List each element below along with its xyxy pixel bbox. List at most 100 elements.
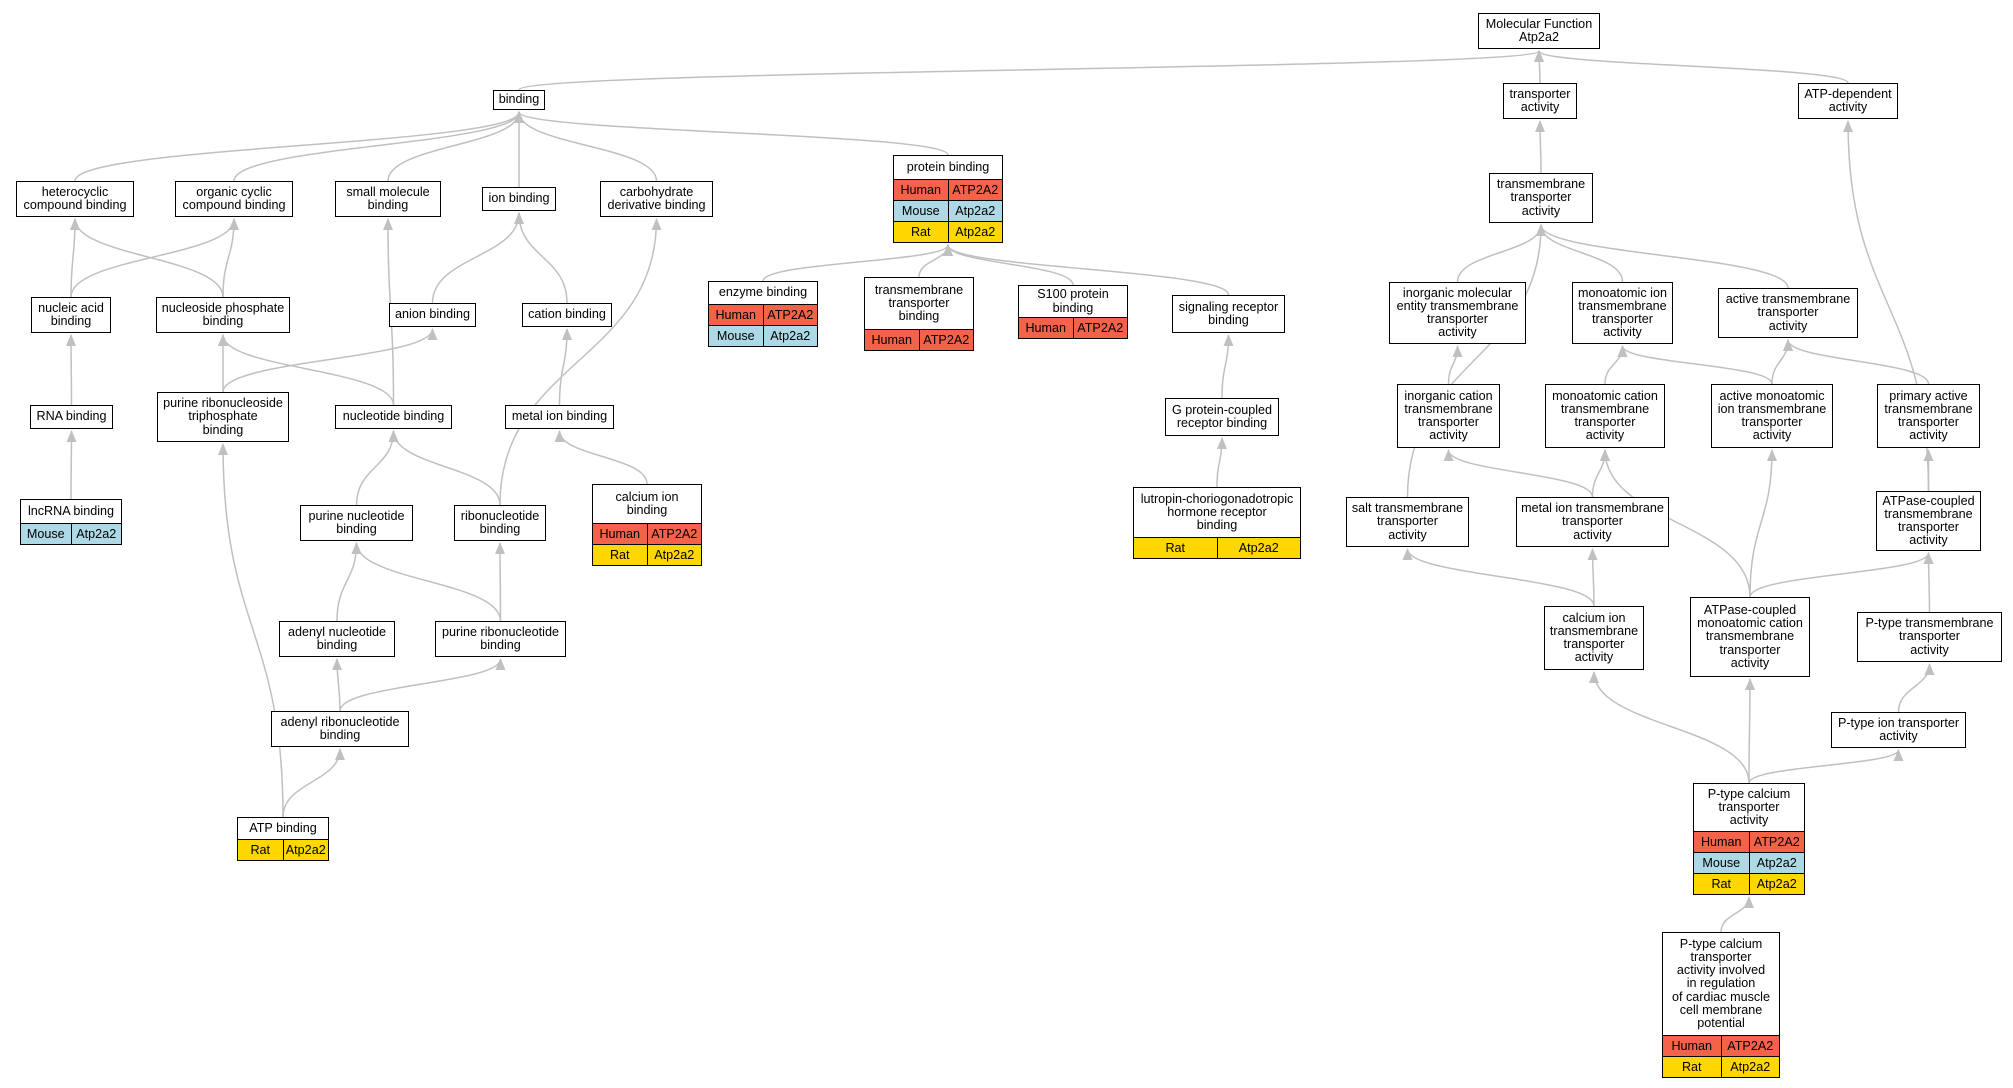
edge-metaltm-to-monocat [1591,449,1610,498]
edge-ptypeca-to-catm [1589,671,1750,784]
go-term-label: carbohydrate derivative binding [607,184,706,212]
go-term-atpdep[interactable]: ATP-dependent activity [1798,83,1898,119]
go-term-binding[interactable]: binding [493,90,545,110]
go-term-cation[interactable]: cation binding [522,303,612,327]
go-term-sigrec[interactable]: signaling receptor binding [1172,295,1285,333]
go-term-transporter[interactable]: transporter activity [1503,83,1577,119]
go-term-ion[interactable]: ion binding [482,187,556,211]
edge-adenyl-to-purnuc [336,542,362,622]
gene-cell: Atp2a2 [947,222,1003,242]
go-term-purtri[interactable]: purine ribonucleoside triphosphate bindi… [157,392,289,442]
go-term-label: P-type calcium transporter activity [1707,786,1791,828]
edge-orgcyc-to-binding [233,111,524,182]
go-term-metal[interactable]: metal ion binding [505,405,614,429]
edge-activemono-to-activetm [1771,339,1793,385]
go-term-anion[interactable]: anion binding [389,303,476,327]
go-term-nucleotide[interactable]: nucleotide binding [335,405,452,429]
go-term-label: inorganic cation transmembrane transport… [1404,388,1493,443]
go-term-activemono[interactable]: active monoatomic ion transmembrane tran… [1711,384,1833,448]
go-term-label: ATPase-coupled monoatomic cation transme… [1697,602,1803,670]
species-cell: Rat [1681,1060,1702,1074]
go-term-label: Molecular Function Atp2a2 [1485,16,1593,44]
species-cell: Mouse [901,204,940,218]
go-term-inorgmol[interactable]: inorganic molecular entity transmembrane… [1389,282,1526,344]
go-term-label: anion binding [395,307,470,322]
go-term-ptypecardiac[interactable]: P-type calcium transporter activity invo… [1662,932,1780,1078]
go-term-label: P-type calcium transporter activity invo… [1672,936,1770,1030]
go-term-label: primary active transmembrane transporter… [1884,388,1973,443]
go-term-activetm[interactable]: active transmembrane transporter activit… [1718,288,1858,338]
edge-nucleotide-to-nucphos [218,334,395,406]
gene-cell: ATP2A2 [1748,832,1805,852]
edge-metal-to-cation [558,328,572,406]
go-term-monocat[interactable]: monoatomic cation transmembrane transpor… [1545,384,1665,448]
go-term-smallmol[interactable]: small molecule binding [335,181,441,217]
edge-ptypetm-to-atpase [1923,552,1934,613]
go-term-lutropin[interactable]: lutropin-choriogonadotropic hormone rece… [1133,487,1301,559]
go-term-primary[interactable]: primary active transmembrane transporter… [1877,384,1980,448]
edge-hetero-to-binding [74,111,524,182]
go-term-tmtransp[interactable]: transmembrane transporter activity [1489,173,1593,223]
go-term-mf[interactable]: Molecular Function Atp2a2 [1478,13,1600,49]
go-term-gpcr[interactable]: G protein-coupled receptor binding [1165,398,1279,436]
go-term-label: lutropin-choriogonadotropic hormone rece… [1140,491,1294,533]
go-term-adenyl[interactable]: adenyl nucleotide binding [279,621,395,657]
go-term-ptypetm[interactable]: P-type transmembrane transporter activit… [1857,612,2002,662]
go-term-metaltm[interactable]: metal ion transmembrane transporter acti… [1516,497,1669,547]
go-term-label: cation binding [528,307,606,322]
go-term-monoion[interactable]: monoatomic ion transmembrane transporter… [1572,282,1673,344]
go-term-carbo[interactable]: carbohydrate derivative binding [600,181,713,217]
go-term-label: metal ion transmembrane transporter acti… [1521,501,1664,542]
go-term-purnuc[interactable]: purine nucleotide binding [300,505,413,541]
go-term-label: purine nucleotide binding [308,508,405,536]
edge-purribo-to-purnuc [351,542,502,622]
go-term-label: metal ion binding [511,409,608,424]
species-cell: Mouse [26,527,65,541]
species-cell: Rat [1165,541,1186,555]
go-term-rna[interactable]: RNA binding [30,405,113,429]
edge-sigrec-to-protein [943,244,1230,296]
go-term-label: ATP binding [249,820,317,835]
gene-cell: Atp2a2 [1216,538,1301,558]
go-term-salt[interactable]: salt transmembrane transporter activity [1346,497,1469,547]
go-term-purribo[interactable]: purine ribonucleotide binding [435,621,566,657]
go-term-catm[interactable]: calcium ion transmembrane transporter ac… [1544,606,1644,670]
go-term-hetero[interactable]: heterocyclic compound binding [16,181,134,217]
go-term-adenylribo[interactable]: adenyl ribonucleotide binding [271,711,409,747]
go-term-nucacid[interactable]: nucleic acid binding [31,297,111,333]
edge-metaltm-to-inorgcat [1443,449,1594,498]
go-term-orgcyc[interactable]: organic cyclic compound binding [175,181,293,217]
go-term-inorgcat[interactable]: inorganic cation transmembrane transport… [1397,384,1500,448]
go-term-ptypeion[interactable]: P-type ion transporter activity [1831,712,1966,748]
go-term-label: ATP-dependent activity [1804,86,1892,114]
edge-anion-to-ion [431,212,524,304]
edge-nucacid-to-orgcyc [70,218,239,298]
edge-atpasemono-to-monocat [1600,449,1751,598]
go-term-atpase[interactable]: ATPase-coupled transmembrane transporter… [1876,491,1981,551]
go-term-label: lncRNA binding [27,503,115,518]
go-term-atpasemono[interactable]: ATPase-coupled monoatomic cation transme… [1690,597,1810,677]
go-term-label: monoatomic ion transmembrane transporter… [1578,285,1667,340]
edge-monoion-to-tmtransp [1536,224,1624,283]
go-term-label: nucleic acid binding [38,300,104,328]
go-term-label: transmembrane transporter activity [1496,177,1586,218]
go-term-label: ion binding [488,191,550,206]
go-term-ribonuc[interactable]: ribonucleotide binding [454,505,546,541]
go-term-nucphos[interactable]: nucleoside phosphate binding [156,297,290,333]
gene-cell: ATP2A2 [1072,318,1128,338]
edge-ptypeca-to-ptypeion [1748,749,1904,784]
